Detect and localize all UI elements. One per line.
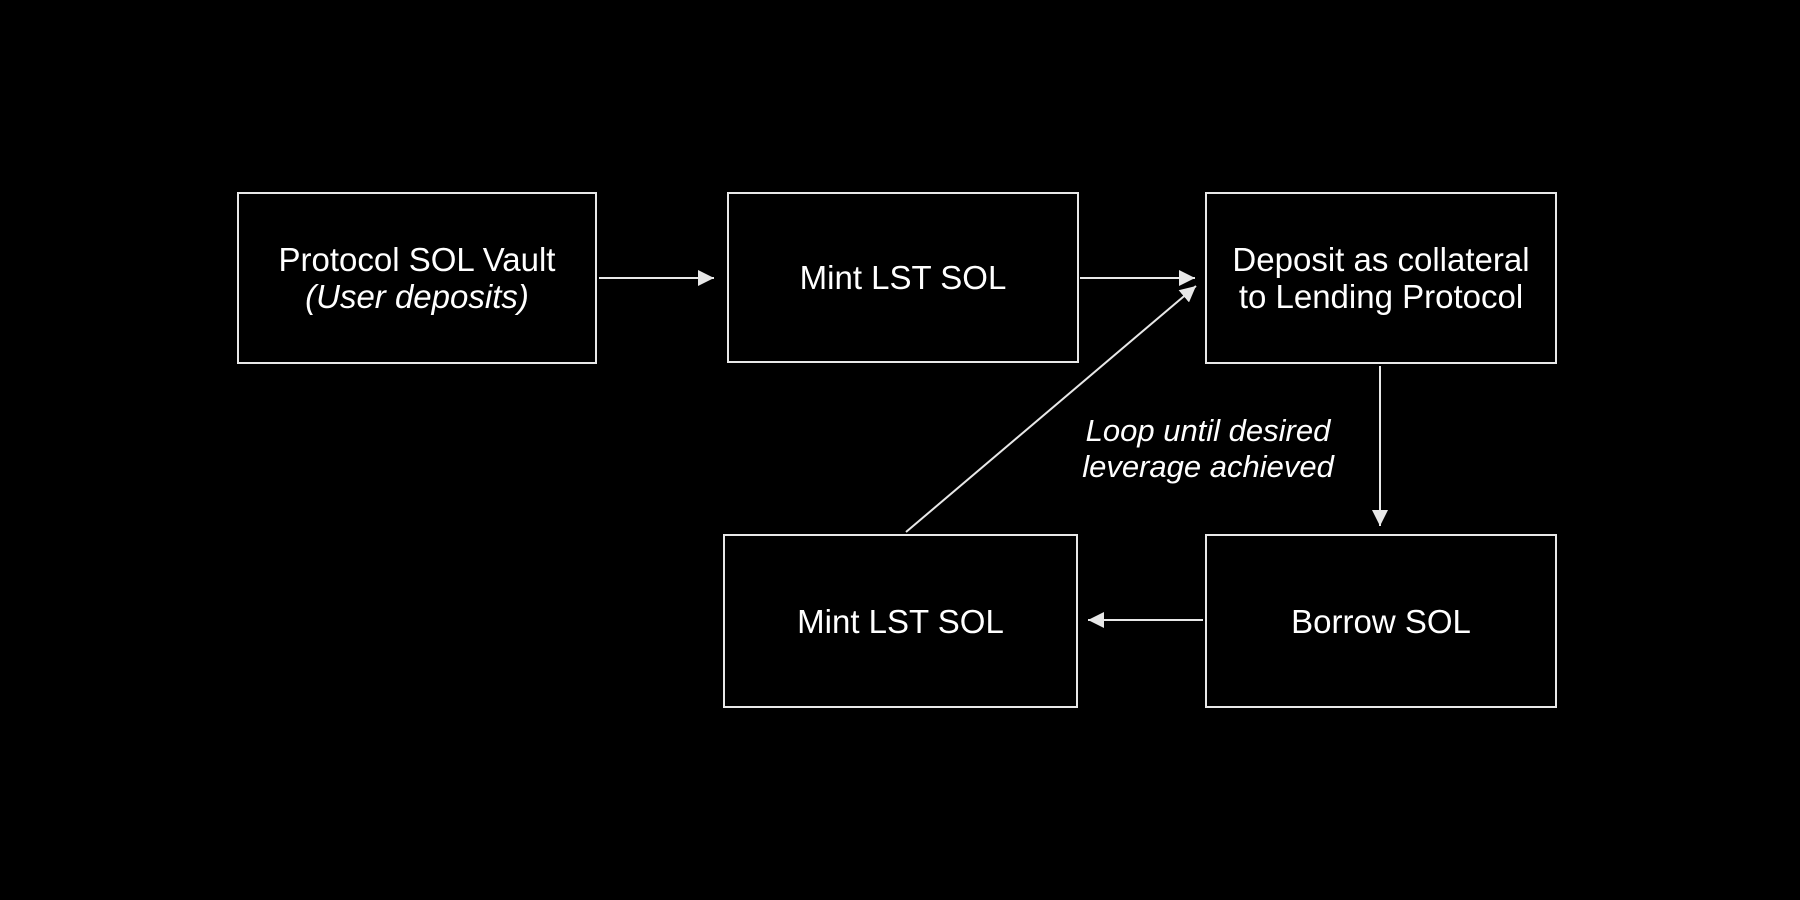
loop-annotation-line1: Loop until desired	[1085, 413, 1331, 448]
node-mint-lst-sol-bottom: Mint LST SOL	[723, 534, 1078, 708]
node-title: Mint LST SOL	[797, 602, 1004, 640]
loop-annotation-line2: leverage achieved	[1082, 449, 1334, 484]
node-title: Protocol SOL Vault	[278, 241, 556, 278]
node-mint-lst-sol-top: Mint LST SOL	[727, 192, 1079, 363]
loop-annotation: Loop until desired leverage achieved	[1038, 413, 1378, 485]
node-title: Borrow SOL	[1291, 602, 1471, 640]
node-subtitle: (User deposits)	[305, 278, 529, 315]
node-title-line1: Deposit as collateral	[1232, 241, 1530, 278]
node-deposit-as-collateral: Deposit as collateral to Lending Protoco…	[1205, 192, 1557, 364]
node-borrow-sol: Borrow SOL	[1205, 534, 1557, 708]
node-title: Mint LST SOL	[799, 259, 1007, 296]
node-title-line2: to Lending Protocol	[1238, 278, 1524, 315]
node-protocol-sol-vault: Protocol SOL Vault (User deposits)	[237, 192, 597, 364]
